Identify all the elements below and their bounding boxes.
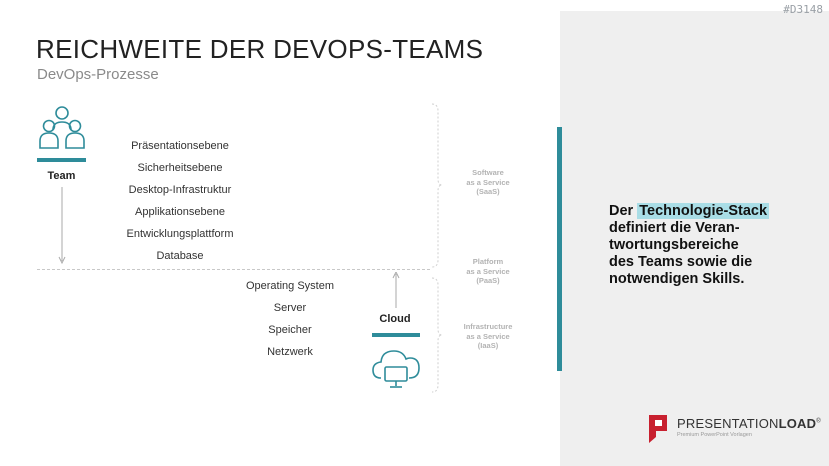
service-iaas-line-2: as a Service <box>466 331 510 341</box>
stack-lower-list: Operating System Server Speicher Netzwer… <box>220 275 360 363</box>
brand-reg: ® <box>816 418 821 425</box>
cloud-label: Cloud <box>379 313 411 325</box>
service-iaas: Infrastructure as a Service (IaaS) <box>452 322 524 351</box>
page-title: REICHWEITE DER DEVOPS-TEAMS <box>36 34 484 64</box>
callout-text: Der Technologie-Stack definiert die Vera… <box>609 203 799 288</box>
brand-name-light: PRESENTATION <box>677 416 779 431</box>
cloud-up-arrow-icon <box>392 272 400 308</box>
people-group-icon <box>39 106 85 149</box>
saas-bracket <box>431 103 442 268</box>
iaas-bracket <box>431 277 442 393</box>
stack-item-netzwerk: Netzwerk <box>267 346 313 358</box>
stack-item-speicher: Speicher <box>268 324 312 336</box>
callout-line-2: twortungsbereiche <box>609 237 739 253</box>
service-saas-line-2: as a Service <box>466 177 510 187</box>
stack-item-sicherheitsebene: Sicherheitsebene <box>137 162 223 174</box>
service-iaas-line-1: Infrastructure <box>463 322 513 331</box>
cloud-computer-icon <box>372 350 420 388</box>
service-paas-line-3: (PaaS) <box>476 276 500 285</box>
stack-item-operating-system: Operating System <box>245 280 335 292</box>
stack-item-praesentationsebene: Präsentationsebene <box>131 140 229 152</box>
callout-line-4: notwendigen Skills. <box>609 271 745 287</box>
slide-code: #D3148 <box>783 3 823 16</box>
stack-item-database: Database <box>156 250 204 262</box>
service-saas: Software as a Service (SaaS) <box>452 168 524 197</box>
team-label: Team <box>47 170 76 182</box>
stack-item-applikationsebene: Applikationsebene <box>135 206 225 218</box>
service-paas: Platform as a Service (PaaS) <box>452 257 524 286</box>
accent-bar <box>557 127 562 371</box>
right-panel <box>560 11 829 466</box>
callout-prefix: Der <box>609 203 638 219</box>
stack-upper-list: Präsentationsebene Sicherheitsebene Desk… <box>100 135 260 267</box>
brand-mark-icon <box>649 415 667 443</box>
stack-item-desktop-infrastruktur: Desktop-Infrastruktur <box>128 184 232 196</box>
service-iaas-line-3: (IaaS) <box>477 341 499 350</box>
brand-name: PRESENTATIONLOAD® <box>677 416 821 431</box>
service-paas-line-1: Platform <box>472 257 504 266</box>
stack-item-entwicklungsplattform: Entwicklungsplattform <box>126 228 234 240</box>
callout-line-3: des Teams sowie die <box>609 254 753 270</box>
team-underline <box>37 158 86 162</box>
service-saas-line-3: (SaaS) <box>476 187 500 196</box>
brand-logo: PRESENTATIONLOAD® Premium PowerPoint Vor… <box>649 414 821 444</box>
service-paas-line-2: as a Service <box>466 266 510 276</box>
team-down-arrow-icon <box>58 187 66 265</box>
stack-divider <box>37 269 430 270</box>
callout-line-1: definiert die Veran- <box>609 220 740 236</box>
cloud-underline <box>372 333 420 337</box>
brand-tagline: Premium PowerPoint Vorlagen <box>677 432 752 438</box>
stack-item-server: Server <box>273 302 307 314</box>
service-saas-line-1: Software <box>472 168 504 177</box>
page-subtitle: DevOps-Prozesse <box>37 66 159 83</box>
callout-highlight: Technologie-Stack <box>637 203 770 219</box>
brand-name-bold: LOAD <box>778 416 817 431</box>
